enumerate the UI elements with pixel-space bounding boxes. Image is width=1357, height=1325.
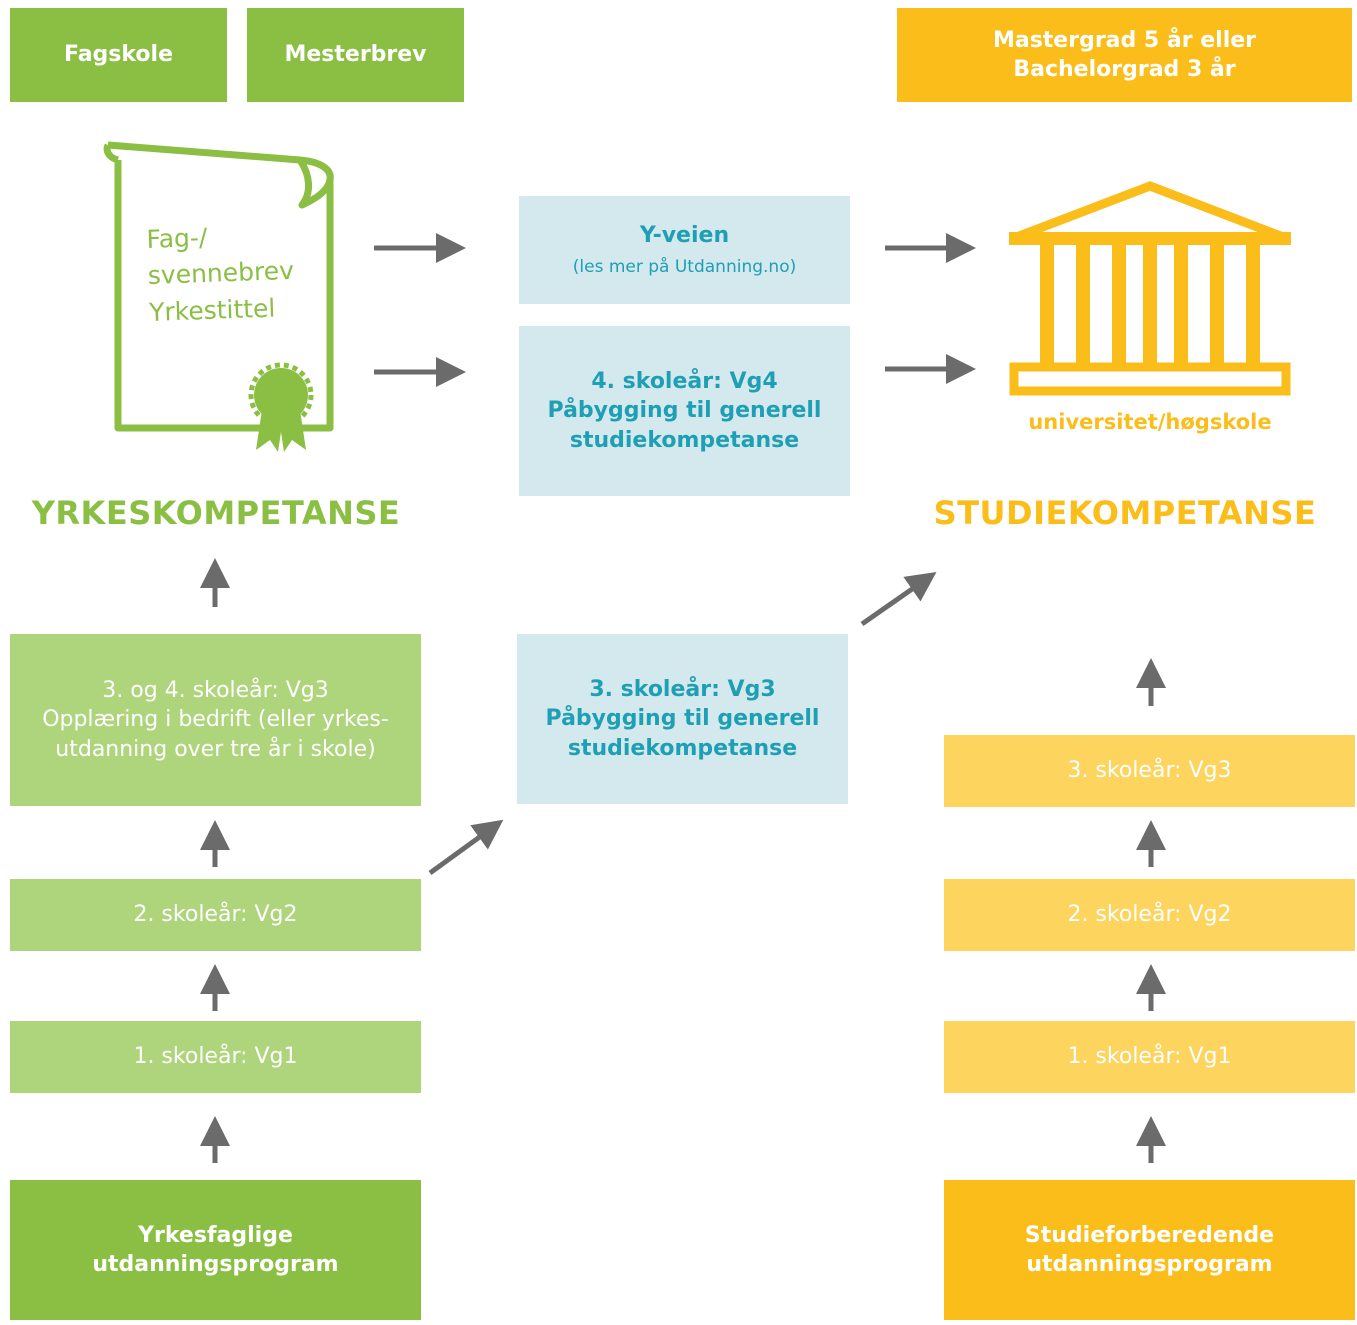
left-vg1-box: 1. skoleår: Vg1 [10, 1021, 421, 1093]
left-vg1-label: 1. skoleår: Vg1 [133, 1044, 298, 1070]
university-label: universitet/høgskole [1028, 410, 1272, 434]
yrkesfaglige-program-box: Yrkesfaglige utdanningsprogram [10, 1180, 421, 1320]
left-vg3-line-3: utdanning over tre år i skole) [55, 736, 376, 762]
left-vg3-line-1: 3. og 4. skoleår: Vg3 [102, 678, 329, 704]
certificate-line-1: Fag-/ [146, 222, 208, 254]
right-vg1-box: 1. skoleår: Vg1 [944, 1021, 1355, 1093]
left-vg3-line-2: Opplæring i bedrift (eller yrkes- [42, 707, 389, 733]
right-vg3-label: 3. skoleår: Vg3 [1067, 758, 1232, 784]
left-vg2-label: 2. skoleår: Vg2 [133, 902, 298, 928]
mastergrad-line-1: Mastergrad 5 år eller [992, 27, 1257, 53]
certificate-line-2: svennebrev [147, 256, 295, 291]
mastergrad-line-2: Bachelorgrad 3 år [1013, 57, 1236, 82]
vg4-line-1: 4. skoleår: Vg4 [591, 369, 778, 395]
vg3-pabygging-line-3: studiekompetanse [567, 735, 798, 761]
studiekompetanse-heading: STUDIEKOMPETANSE [933, 494, 1317, 532]
vg3-pabygging-line-2: Påbygging til generell [545, 706, 820, 732]
fagskole-label: Fagskole [63, 42, 174, 68]
right-vg1-label: 1. skoleår: Vg1 [1067, 1044, 1232, 1070]
mesterbrev-label: Mesterbrev [284, 42, 427, 68]
yrkesfaglige-line-1: Yrkesfaglige [138, 1222, 293, 1248]
right-vg2-box: 2. skoleår: Vg2 [944, 879, 1355, 951]
certificate-text: Fag-/ svennebrev Yrkestittel [146, 217, 296, 331]
studieforberedende-line-2: utdanningsprogram [1026, 1252, 1273, 1277]
studieforberedende-program-box: Studieforberedende utdanningsprogram [944, 1180, 1355, 1320]
vg3-pabygging-line-1: 3. skoleår: Vg3 [589, 677, 776, 703]
vg4-line-3: studiekompetanse [569, 427, 800, 453]
left-vg3-box: 3. og 4. skoleår: Vg3 Opplæring i bedrif… [10, 634, 421, 806]
y-veien-title: Y-veien [639, 223, 730, 249]
left-vg2-box: 2. skoleår: Vg2 [10, 879, 421, 951]
yrkesfaglige-line-2: utdanningsprogram [92, 1252, 339, 1277]
y-veien-box: Y-veien (les mer på Utdanning.no) [519, 196, 850, 304]
certificate-line-3: Yrkestittel [148, 293, 276, 327]
mesterbrev-box: Mesterbrev [247, 8, 464, 102]
right-vg3-box: 3. skoleår: Vg3 [944, 735, 1355, 807]
mastergrad-box: Mastergrad 5 år eller Bachelorgrad 3 år [897, 8, 1352, 102]
right-vg2-label: 2. skoleår: Vg2 [1067, 902, 1232, 928]
vg4-box: 4. skoleår: Vg4 Påbygging til generell s… [519, 326, 850, 496]
fagskole-box: Fagskole [10, 8, 227, 102]
y-veien-subtitle: (les mer på Utdanning.no) [572, 257, 797, 278]
vg3-pabygging-box: 3. skoleår: Vg3 Påbygging til generell s… [517, 634, 848, 804]
studieforberedende-line-1: Studieforberedende [1024, 1222, 1275, 1248]
vg4-line-2: Påbygging til generell [547, 398, 822, 424]
yrkeskompetanse-heading: YRKESKOMPETANSE [31, 494, 401, 532]
arrow-pabygging-to-studiekompetanse [860, 571, 937, 627]
arrow-vg2-to-pabygging [428, 819, 504, 876]
